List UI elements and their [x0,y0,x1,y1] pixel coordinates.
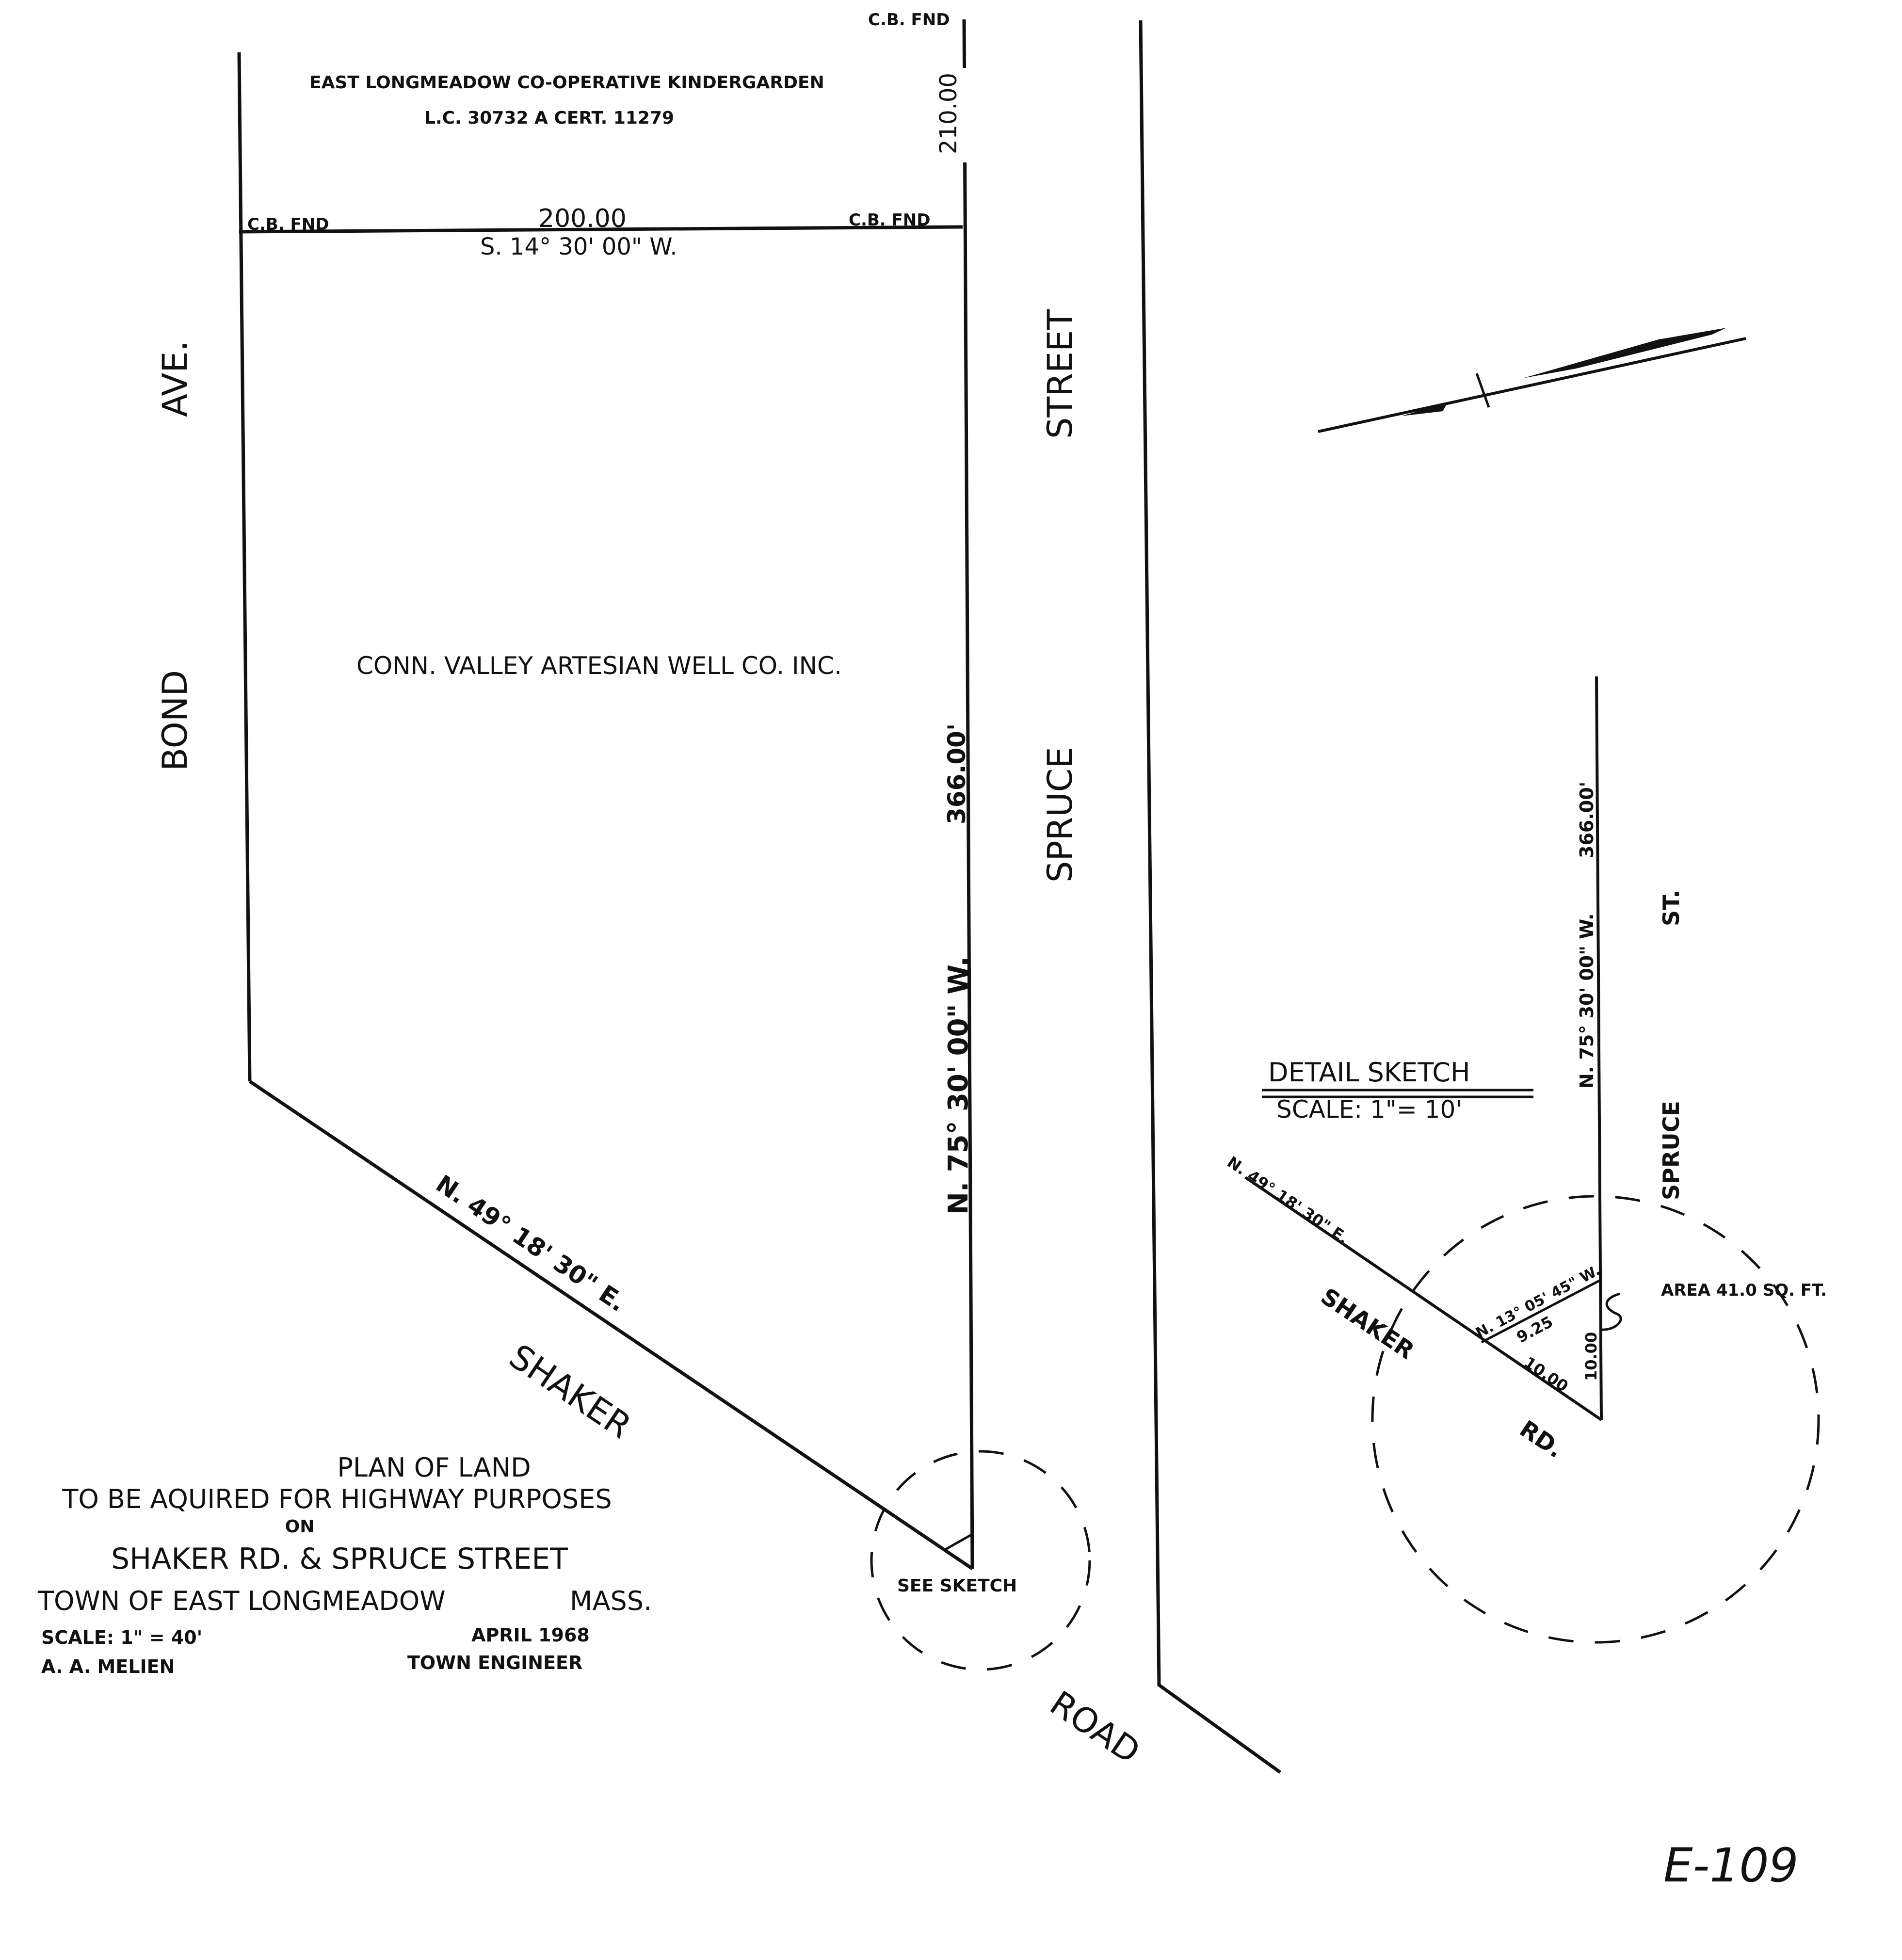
detail-circle [1371,1195,1820,1644]
detail-leg-spruce: 10.00 [1582,1332,1600,1381]
street-label-shaker: SHAKER [502,1336,638,1446]
north-arrow-icon [1318,328,1746,433]
north-distance: 210.00 [935,73,962,154]
kindergarten-parcel: EAST LONGMEADOW CO-OPERATIVE KINDERGARDE… [309,73,824,93]
see-sketch-circle [870,1450,1091,1671]
street-label-road: ROAD [1043,1683,1147,1771]
title-line-1: PLAN OF LAND [337,1452,531,1483]
bond-ave-line [237,52,252,1082]
east-bearing: N. 75° 30' 00" W. [943,956,974,1215]
detail-shaker-line [1244,1176,1602,1421]
detail-distance: 366.00' [1576,782,1597,858]
east-boundary-line [962,19,974,1569]
title-line-3: ON [285,1517,315,1537]
title-engineer-role: TOWN ENGINEER [407,1652,582,1673]
title-line-2: TO BE AQUIRED FOR HIGHWAY PURPOSES [62,1484,612,1514]
area-leader [1600,1292,1622,1331]
detail-street-shaker: SHAKER [1316,1283,1419,1365]
detail-street-rd: RD. [1515,1415,1568,1464]
shaker-boundary-line [249,1080,973,1570]
title-engineer: A. A. MELIEN [41,1656,175,1677]
detail-title: DETAIL SKETCH [1268,1057,1470,1088]
street-label-street: STREET [1040,309,1080,439]
sheet-number: E-109 [1663,1838,1799,1893]
kindergarten-reference: L.C. 30732 A CERT. 11279 [424,108,674,128]
monument-left: C.B. FND [247,215,329,234]
detail-street-spruce: SPRUCE [1658,1101,1684,1200]
detail-leg-shaker: 10.00 [1521,1353,1572,1396]
title-line-4: SHAKER RD. & SPRUCE STREET [111,1542,568,1576]
street-label-spruce: SPRUCE [1040,747,1080,883]
detail-spruce-line [1595,676,1603,1420]
taking-line [945,1533,972,1551]
artesian-parcel: CONN. VALLEY ARTESIAN WELL CO. INC. [356,652,842,680]
east-distance: 366.00' [943,723,971,824]
title-date: APRIL 1968 [471,1624,590,1646]
title-scale: SCALE: 1" = 40' [41,1627,202,1648]
title-town: TOWN OF EAST LONGMEADOW [37,1586,446,1616]
detail-shaker-bearing: N. 49° 18' 30" E. [1224,1153,1353,1248]
title-state: MASS. [570,1586,652,1616]
detail-sketch [1244,676,1820,1644]
dimension-gap [951,68,980,162]
detail-bearing: N. 75° 30' 00" W. [1576,914,1597,1089]
monument-right: C.B. FND [849,210,930,230]
detail-area: AREA 41.0 SQ. FT. [1661,1281,1827,1300]
north-boundary-line [239,225,963,234]
detail-scale: SCALE: 1"= 10' [1276,1095,1462,1124]
south-bearing: N. 49° 18' 30" E. [431,1170,631,1317]
detail-chord-line [1481,1279,1601,1344]
title-block: PLAN OF LAND TO BE AQUIRED FOR HIGHWAY P… [37,1452,652,1677]
monument-top: C.B. FND [868,10,950,30]
spruce-street-east-line [1139,20,1282,1774]
street-label-bond: BOND [155,670,195,771]
north-line-distance: 200.00 [538,204,627,233]
see-sketch-label: SEE SKETCH [897,1576,1017,1596]
detail-street-st: ST. [1658,890,1684,926]
parcel-boundary [237,19,974,1570]
street-label-ave: AVE. [155,340,195,417]
north-line-bearing: S. 14° 30' 00" W. [480,233,677,260]
